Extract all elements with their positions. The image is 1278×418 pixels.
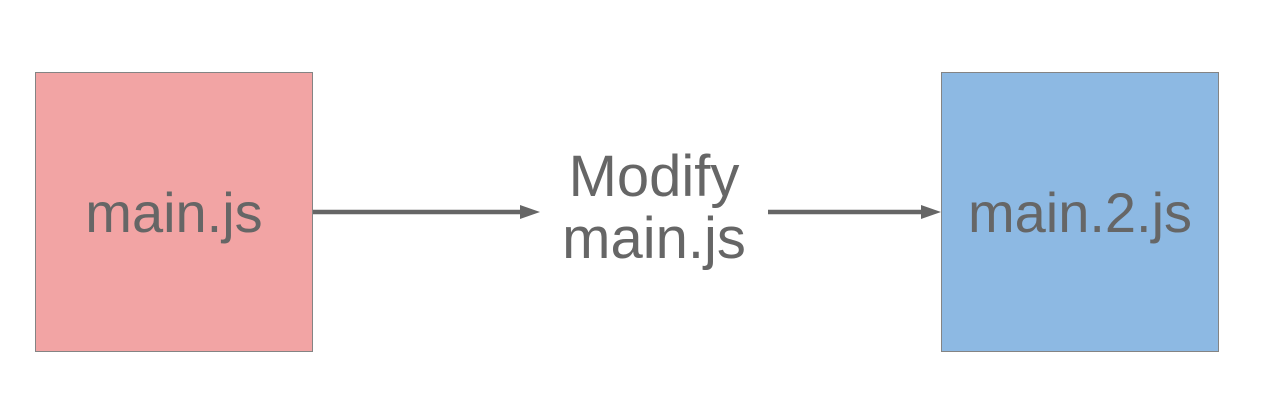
arrow-source-to-label: [313, 205, 540, 219]
node-main-js: main.js: [35, 72, 313, 352]
transition-label-line2: main.js: [562, 206, 746, 271]
transition-label-line1: Modify: [568, 144, 740, 209]
node-main-js-label: main.js: [85, 180, 263, 244]
arrow-label-to-target: [768, 205, 941, 219]
arrowhead-icon: [921, 205, 941, 219]
transition-label: Modify main.js: [529, 146, 779, 270]
node-main-2-js: main.2.js: [941, 72, 1219, 352]
node-main-2-js-label: main.2.js: [967, 180, 1193, 244]
